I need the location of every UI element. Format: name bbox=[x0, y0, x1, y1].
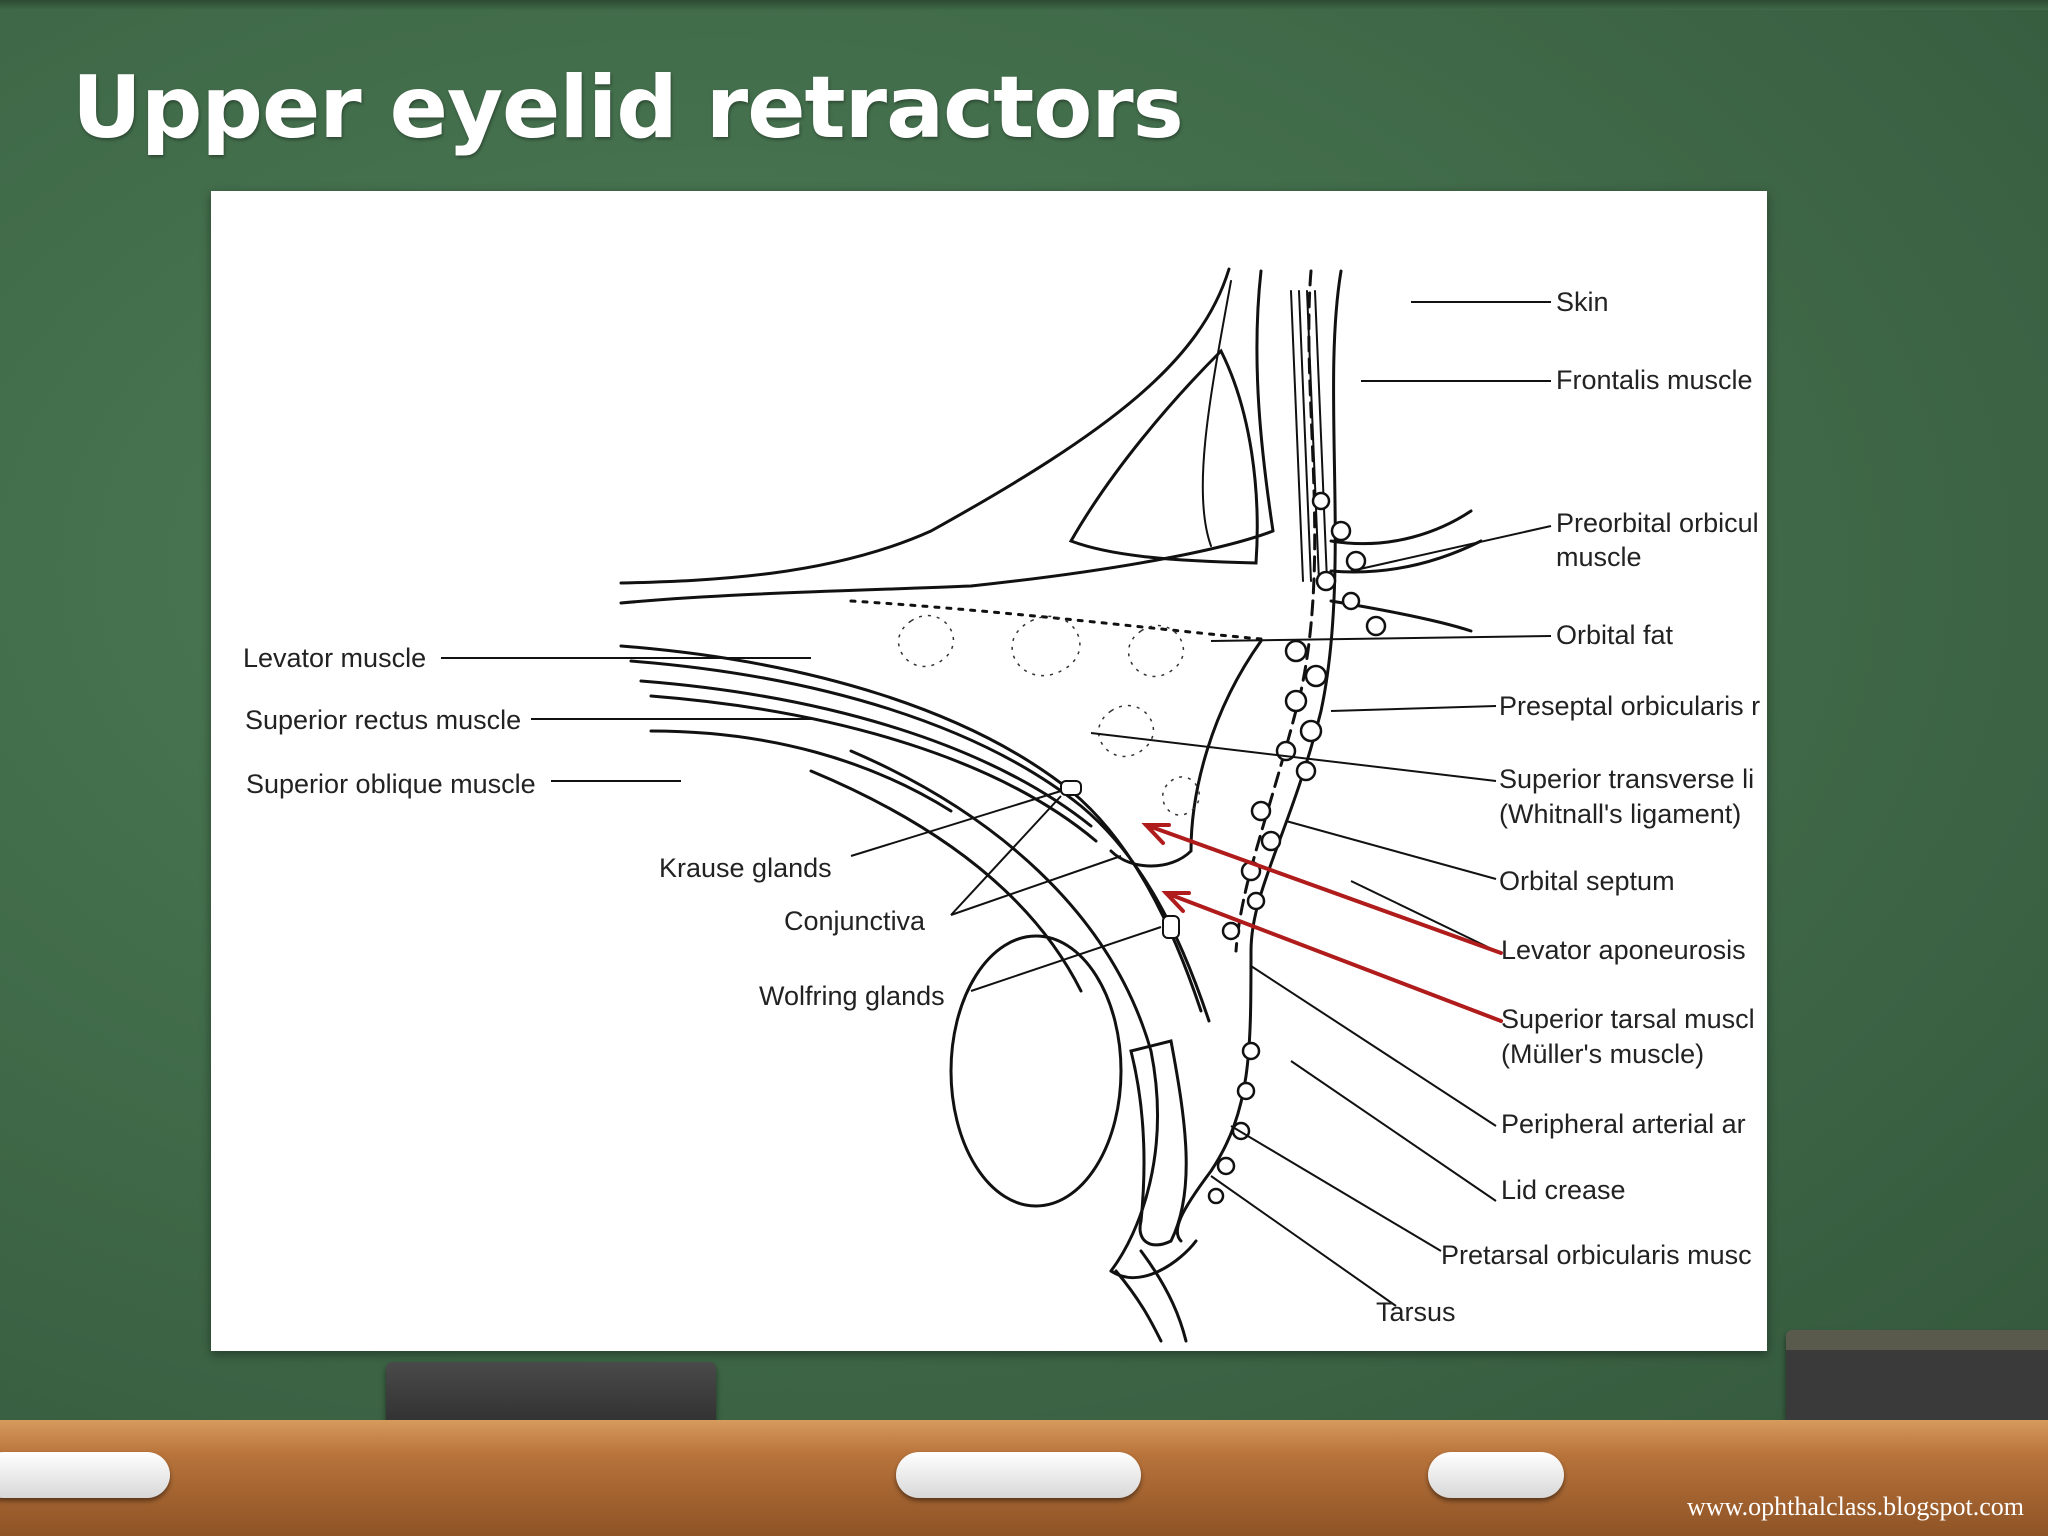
label-tarsus: Tarsus bbox=[1376, 1297, 1456, 1327]
slide-title: Upper eyelid retractors bbox=[72, 58, 1184, 158]
label-preseptal: Preseptal orbicularis r bbox=[1499, 691, 1760, 721]
label-preorbital-1: Preorbital orbicul bbox=[1556, 508, 1759, 538]
label-orbital-septum: Orbital septum bbox=[1499, 866, 1675, 896]
eyelid-cross-section-diagram: Skin Frontalis muscle Preorbital orbicul… bbox=[243, 267, 1760, 1343]
label-whitnall-1: Superior transverse li bbox=[1499, 764, 1754, 794]
chalk-piece-left bbox=[0, 1452, 170, 1498]
chalk-piece-center bbox=[896, 1452, 1141, 1498]
arrowhead-levator bbox=[1141, 823, 1171, 845]
label-orbital-fat: Orbital fat bbox=[1556, 620, 1674, 650]
label-krause-glands: Krause glands bbox=[659, 853, 832, 883]
label-levator-aponeurosis: Levator aponeurosis bbox=[1501, 935, 1746, 965]
label-superior-rectus: Superior rectus muscle bbox=[245, 705, 521, 735]
label-lid-crease: Lid crease bbox=[1501, 1175, 1626, 1205]
label-pretarsal: Pretarsal orbicularis musc bbox=[1441, 1240, 1752, 1270]
label-skin: Skin bbox=[1556, 287, 1609, 317]
source-credit: www.ophthalclass.blogspot.com bbox=[1687, 1492, 2024, 1521]
label-whitnall-2: (Whitnall's ligament) bbox=[1499, 799, 1741, 829]
arrow-muller-muscle bbox=[1164, 891, 1503, 1023]
label-frontalis: Frontalis muscle bbox=[1556, 365, 1753, 395]
label-conjunctiva: Conjunctiva bbox=[784, 906, 926, 936]
arrow-levator-aponeurosis bbox=[1144, 823, 1503, 955]
anatomy-figure: Skin Frontalis muscle Preorbital orbicul… bbox=[211, 191, 1767, 1351]
chalkboard-frame bbox=[0, 0, 2048, 10]
label-muller-2: (Müller's muscle) bbox=[1501, 1039, 1704, 1069]
label-levator-muscle: Levator muscle bbox=[243, 643, 426, 673]
arrowhead-muller bbox=[1161, 891, 1191, 913]
label-superior-oblique: Superior oblique muscle bbox=[246, 769, 536, 799]
chalk-piece-right bbox=[1428, 1452, 1564, 1498]
label-peripheral-arterial: Peripheral arterial ar bbox=[1501, 1109, 1746, 1139]
label-preorbital-2: muscle bbox=[1556, 542, 1642, 572]
label-wolfring-glands: Wolfring glands bbox=[759, 981, 945, 1011]
label-muller-1: Superior tarsal muscl bbox=[1501, 1004, 1755, 1034]
